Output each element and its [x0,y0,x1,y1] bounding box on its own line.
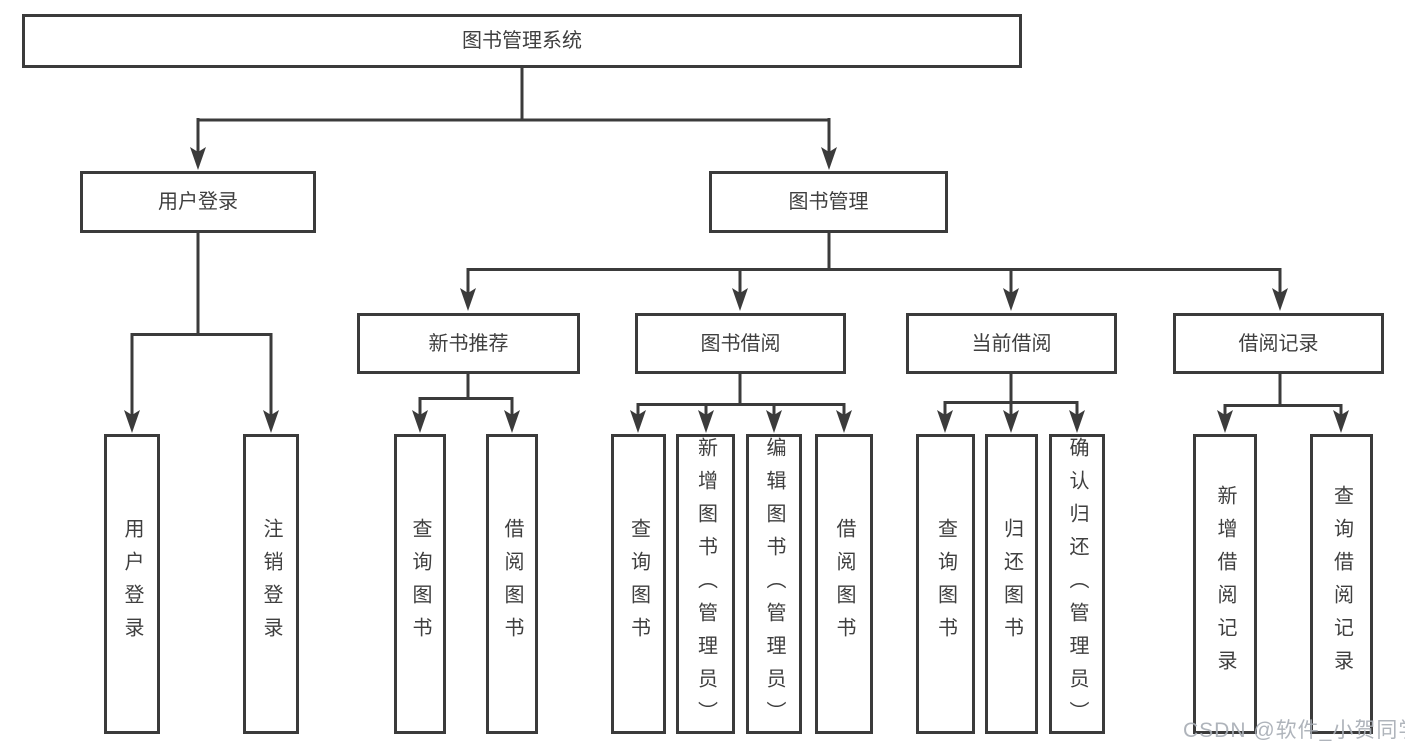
arrow-down-icon [190,147,206,170]
node-new-book-recommendation: 新书推荐 [357,313,580,374]
leaf-user-login: 用户登录 [104,434,160,734]
arrow-down-icon [263,410,279,433]
arrow-down-icon [937,410,953,433]
leaf-query-borrow-record: 查询借阅记录 [1310,434,1373,734]
arrow-down-icon [1272,288,1288,311]
arrow-down-icon [460,288,476,311]
watermark: CSDN @软件_小贺同学 [1183,719,1405,742]
arrow-down-icon [1333,410,1349,433]
leaf-query-books-recommendation: 查询图书 [394,434,446,734]
node-current-borrowing: 当前借阅 [906,313,1117,374]
leaf-borrow-books: 借阅图书 [815,434,873,734]
arrow-down-icon [1217,410,1233,433]
node-book-borrowing: 图书借阅 [635,313,846,374]
node-library-management-system: 图书管理系统 [22,14,1022,68]
arrow-down-icon [630,410,646,433]
arrowheads [124,147,1349,433]
leaf-return-books: 归还图书 [985,434,1038,734]
arrow-down-icon [698,410,714,433]
leaf-confirm-return-admin: 确认归还（管理员） [1049,434,1105,734]
arrow-down-icon [1003,410,1019,433]
leaf-logout: 注销登录 [243,434,299,734]
arrow-down-icon [1069,410,1085,433]
node-borrowing-records: 借阅记录 [1173,313,1384,374]
leaf-edit-books-admin: 编辑图书（管理员） [746,434,802,734]
arrow-down-icon [766,410,782,433]
leaf-add-borrow-record: 新增借阅记录 [1193,434,1257,734]
arrow-down-icon [836,410,852,433]
arrow-down-icon [412,410,428,433]
arrow-down-icon [1003,288,1019,311]
arrow-down-icon [821,147,837,170]
leaf-add-books-admin: 新增图书（管理员） [676,434,735,734]
leaf-query-books-borrowing: 查询图书 [611,434,666,734]
arrow-down-icon [124,410,140,433]
leaf-borrow-books-recommendation: 借阅图书 [486,434,538,734]
node-user-login: 用户登录 [80,171,316,233]
leaf-query-books-current: 查询图书 [916,434,975,734]
arrow-down-icon [504,410,520,433]
node-book-management: 图书管理 [709,171,948,233]
arrow-down-icon [732,288,748,311]
